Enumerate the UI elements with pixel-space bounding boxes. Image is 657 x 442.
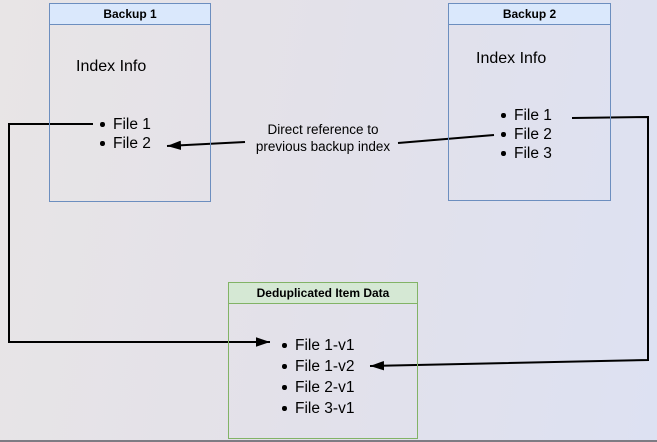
dedup-file-list: File 1-v1 File 1-v2 File 2-v1 File 3-v1 (278, 335, 354, 419)
list-item: File 2 (96, 134, 151, 153)
direct-reference-annotation: Direct reference to previous backup inde… (238, 121, 408, 155)
list-item: File 1-v1 (278, 335, 354, 356)
list-item: File 3 (497, 144, 552, 163)
backup1-index-info-label: Index Info (76, 58, 147, 75)
annotation-line2: previous backup index (255, 139, 391, 154)
backup2-box: Backup 2 Index Info File 1 File 2 File 3 (448, 3, 611, 201)
arrow-backup1-file1-to-dedup-file1v1 (8, 123, 270, 347)
list-item: File 1 (497, 106, 552, 125)
deduplicated-item-data-box: Deduplicated Item Data File 1-v1 File 1-… (228, 282, 418, 439)
list-item: File 2-v1 (278, 377, 354, 398)
window-bottom-edge (0, 440, 657, 442)
list-item: File 2 (497, 125, 552, 144)
backup2-header: Backup 2 (449, 4, 610, 25)
list-item: File 1-v2 (278, 356, 354, 377)
backup2-file-list: File 1 File 2 File 3 (497, 106, 552, 163)
arrow-direct-reference-segment-left (166, 140, 246, 150)
backup1-header: Backup 1 (50, 4, 210, 25)
dedup-title: Deduplicated Item Data (256, 286, 390, 300)
annotation-line1: Direct reference to (267, 122, 379, 137)
backup2-index-info-label: Index Info (476, 50, 547, 67)
arrow-direct-reference-segment-right (397, 134, 495, 144)
backup1-file-list: File 1 File 2 (96, 115, 151, 153)
backup2-title: Backup 2 (502, 7, 557, 21)
list-item: File 3-v1 (278, 398, 354, 419)
dedup-header: Deduplicated Item Data (229, 283, 417, 304)
list-item: File 1 (96, 115, 151, 134)
backup1-title: Backup 1 (103, 7, 157, 21)
backup1-box: Backup 1 Index Info File 1 File 2 (49, 3, 211, 202)
